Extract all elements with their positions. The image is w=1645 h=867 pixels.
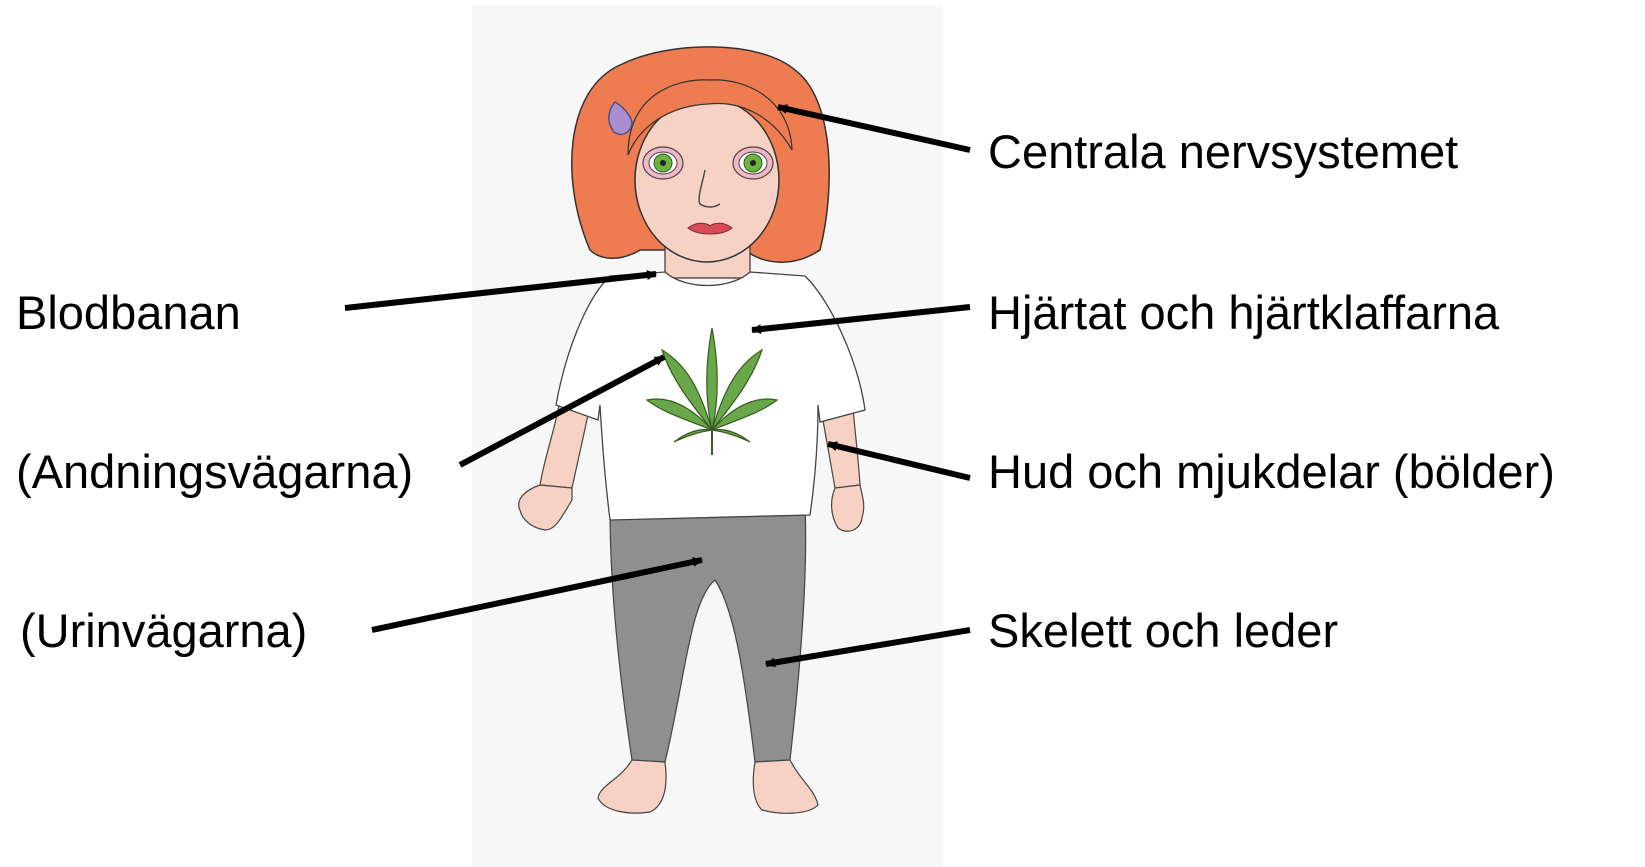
- right-pupil: [750, 160, 756, 166]
- label-respiratory-tract: (Andningsvägarna): [16, 448, 413, 495]
- label-bloodstream: Blodbanan: [16, 289, 241, 336]
- left-pupil: [660, 160, 666, 166]
- right-hand: [832, 485, 864, 531]
- label-skeleton-and-joints: Skelett och leder: [988, 607, 1338, 654]
- label-central-nervous-system: Centrala nervsystemet: [988, 128, 1458, 175]
- label-urinary-tract: (Urinvägarna): [20, 607, 307, 654]
- face: [635, 98, 779, 262]
- label-skin-and-soft-tissue: Hud och mjukdelar (bölder): [988, 448, 1555, 495]
- label-heart-and-valves: Hjärtat och hjärtklaffarna: [988, 289, 1499, 336]
